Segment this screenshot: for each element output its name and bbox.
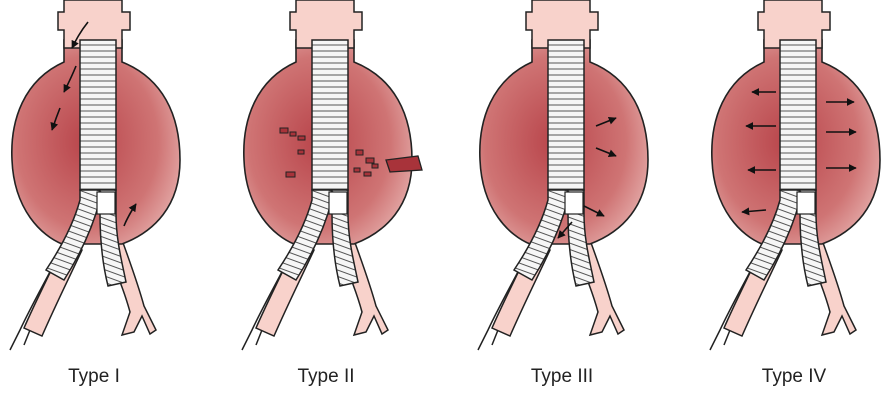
panel-type-1	[9, 0, 181, 351]
panel-label-type-4: Type IV	[761, 366, 827, 387]
panel-label-type-1: Type I	[68, 366, 120, 387]
lumbar-vessel	[385, 155, 423, 173]
flow-arrow	[595, 116, 617, 127]
flow-arrow	[50, 107, 61, 131]
flow-arrow	[583, 205, 605, 217]
flow-arrow	[557, 221, 573, 239]
panel-type-3	[477, 0, 649, 351]
flow-fragments	[279, 127, 379, 178]
panel-label-type-2: Type II	[297, 366, 355, 387]
flow-arrow	[595, 147, 617, 158]
flow-arrow	[741, 207, 767, 216]
panel-type-4	[709, 0, 881, 351]
flow-arrow	[71, 21, 89, 49]
flow-arrow	[123, 203, 137, 227]
panel-type-2	[241, 0, 423, 351]
panel-label-type-3: Type III	[530, 366, 594, 387]
flow-arrow	[63, 65, 77, 93]
